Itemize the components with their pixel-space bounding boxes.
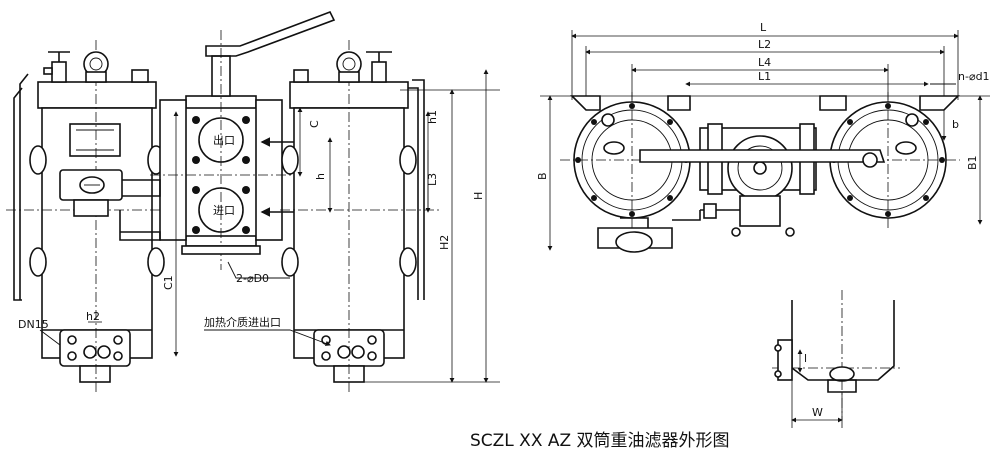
detail-view: l W: [772, 290, 900, 428]
B1-label: B1: [966, 155, 979, 170]
L4-label: L4: [758, 56, 771, 69]
right-filter-body: [280, 40, 440, 395]
W-label: W: [812, 406, 823, 419]
side-view-dimensions: DN15 h2 C1 C h1 L3 h H2 H 2-⌀D0 加热介质进出口: [18, 69, 500, 383]
changeover-valve: 出口 进口: [119, 10, 336, 270]
top-view-drain: [597, 210, 701, 253]
d0-label: 2-⌀D0: [236, 272, 269, 285]
h2-small-label: h2: [86, 310, 100, 323]
dn15-label: DN15: [18, 318, 49, 331]
left-bracket: [13, 87, 23, 301]
inlet-mark: 进口: [213, 204, 235, 217]
drawing-caption: SCZL XX AZ 双筒重油滤器外形图: [470, 431, 730, 451]
c1-label: C1: [162, 275, 175, 290]
outlet-mark: 出口: [213, 133, 235, 147]
L1-label: L1: [758, 70, 771, 83]
l-label: l: [804, 352, 807, 365]
l3-label: L3: [426, 173, 439, 186]
nd1-label: n-⌀d1: [958, 70, 990, 83]
h2-label: H2: [438, 235, 451, 250]
c-label: C: [308, 120, 321, 128]
heating-port-label: 加热介质进出口: [204, 315, 281, 329]
L-label: L: [760, 21, 767, 34]
top-view-valve: [639, 123, 886, 237]
B-label: B: [536, 172, 549, 180]
left-filter-body: [6, 40, 180, 395]
H-label: H: [472, 192, 485, 200]
h1-label: h1: [426, 110, 439, 124]
L2-label: L2: [758, 38, 771, 51]
side-view: 出口 进口: [6, 10, 500, 395]
h-label: h: [314, 173, 327, 180]
b-label: b: [952, 118, 959, 131]
top-view-dimensions: L L2 L4 L1 n-⌀d1 b B B1: [536, 21, 990, 251]
top-view: L L2 L4 L1 n-⌀d1 b B B1: [536, 21, 990, 253]
